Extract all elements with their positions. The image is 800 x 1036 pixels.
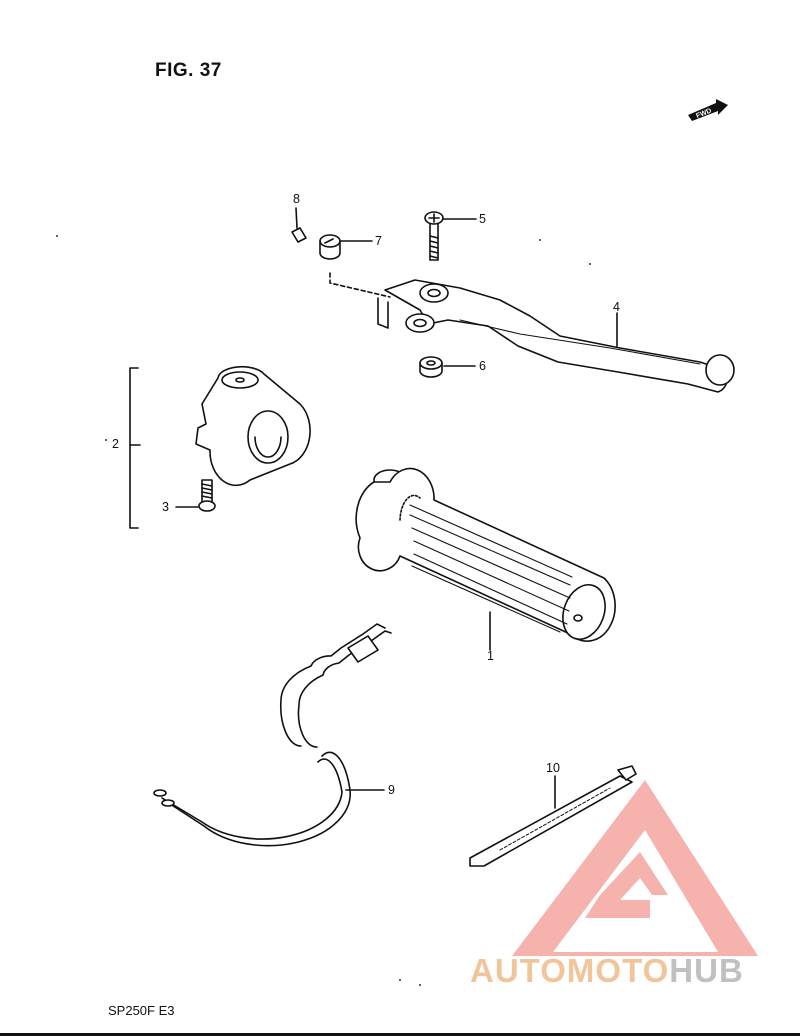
callout-3: 3 — [162, 500, 169, 514]
part-5-bolt — [424, 211, 477, 261]
part-4-lever — [329, 272, 735, 393]
callout-7: 7 — [375, 234, 382, 248]
callout-1: 1 — [487, 649, 494, 663]
part-1-grip — [355, 467, 616, 651]
part-2-bracket — [129, 365, 311, 529]
callout-9: 9 — [388, 783, 395, 797]
figure-title: FIG. 37 — [155, 60, 222, 81]
watermark-auto: AUTO — [470, 952, 567, 989]
part-10-tie — [469, 765, 637, 867]
scan-specks — [56, 235, 591, 986]
watermark-logo — [512, 780, 758, 956]
watermark-hub: HUB — [669, 952, 744, 989]
part-7-cap — [319, 234, 373, 260]
model-code: SP250F E3 — [108, 1003, 175, 1018]
callout-6: 6 — [479, 359, 486, 373]
fwd-arrow-icon: FWD — [688, 99, 728, 121]
callout-2: 2 — [112, 437, 119, 451]
callout-8: 8 — [293, 192, 300, 206]
part-9-harness — [153, 623, 392, 847]
part-6-nut — [419, 356, 476, 378]
callout-4: 4 — [613, 300, 620, 314]
watermark-text: AUTOMOTOHUB — [470, 952, 744, 990]
bottom-border — [0, 1033, 800, 1036]
watermark-moto: MOTO — [566, 952, 670, 989]
part-8-pin — [291, 207, 307, 243]
callout-10: 10 — [546, 761, 560, 775]
part-3-screw — [175, 479, 216, 512]
fwd-label: FWD — [695, 107, 712, 119]
callout-5: 5 — [479, 212, 486, 226]
